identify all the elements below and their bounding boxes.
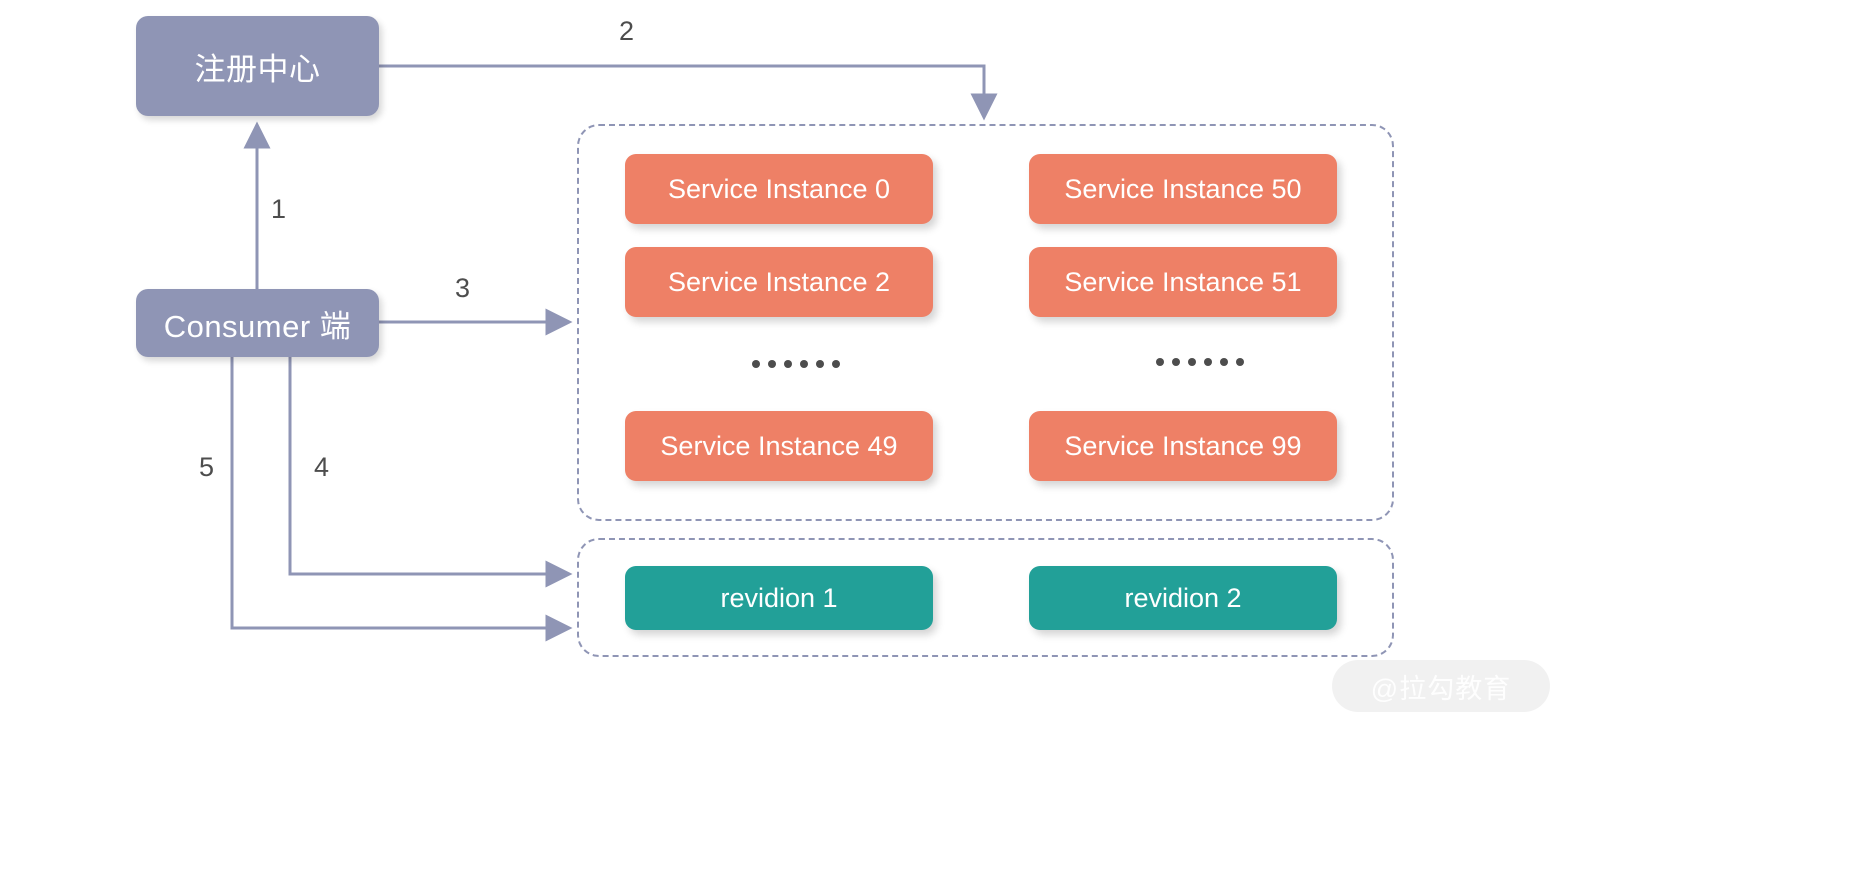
service-instance-label: Service Instance 49 [660, 430, 898, 461]
service-instance-chip[interactable]: Service Instance 2 [625, 247, 933, 317]
service-instance-label: Service Instance 51 [1064, 266, 1302, 297]
dot [1204, 358, 1212, 366]
arrow-step-4 [288, 357, 573, 588]
flow-label-1: 1 [271, 194, 287, 224]
node-consumer-label: Consumer 端 [163, 308, 352, 344]
dot [1236, 358, 1244, 366]
dot [784, 360, 792, 368]
ellipsis-dots-left [752, 360, 840, 368]
dot [1220, 358, 1228, 366]
flow-label-5: 5 [199, 452, 215, 482]
dot [816, 360, 824, 368]
revision-chip[interactable]: revidion 1 [625, 566, 933, 630]
service-instance-label: Service Instance 50 [1064, 173, 1302, 204]
dot [1172, 358, 1180, 366]
service-instance-chip[interactable]: Service Instance 50 [1029, 154, 1337, 224]
revision-label: revidion 2 [1124, 582, 1242, 613]
flow-label-4: 4 [314, 452, 330, 482]
service-instance-chip[interactable]: Service Instance 0 [625, 154, 933, 224]
service-instance-chip[interactable]: Service Instance 49 [625, 411, 933, 481]
arrow-step-5 [230, 357, 573, 642]
service-instance-chip[interactable]: Service Instance 99 [1029, 411, 1337, 481]
service-instances-group [577, 124, 1394, 521]
node-registry-center[interactable]: 注册中心 [136, 16, 379, 116]
dot [752, 360, 760, 368]
node-consumer[interactable]: Consumer 端 [136, 289, 379, 357]
node-registry-center-label: 注册中心 [194, 51, 321, 87]
arrow-step-2 [379, 64, 998, 121]
ellipsis-dots-right [1156, 358, 1244, 366]
watermark: @拉勾教育 [1332, 660, 1550, 712]
service-instance-label: Service Instance 0 [667, 173, 891, 204]
dot [1188, 358, 1196, 366]
flow-label-3: 3 [455, 273, 471, 303]
service-instance-chip[interactable]: Service Instance 51 [1029, 247, 1337, 317]
service-instance-label: Service Instance 99 [1064, 430, 1302, 461]
dot [832, 360, 840, 368]
service-instance-label: Service Instance 2 [667, 266, 891, 297]
revision-label: revidion 1 [720, 582, 838, 613]
flow-label-2: 2 [619, 16, 635, 46]
dot [800, 360, 808, 368]
dot [768, 360, 776, 368]
revision-chip[interactable]: revidion 2 [1029, 566, 1337, 630]
revisions-group [577, 538, 1394, 657]
dot [1156, 358, 1164, 366]
